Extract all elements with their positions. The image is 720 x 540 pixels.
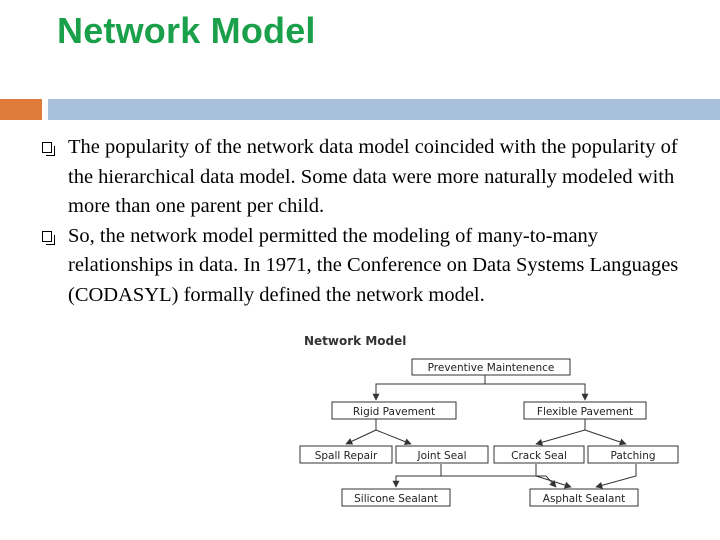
node-preventive-maintenance: Preventive Maintenence: [428, 362, 555, 374]
accent-bar-blue: [48, 99, 720, 120]
bullet-square-icon: [42, 142, 55, 156]
bullet-list: The popularity of the network data model…: [30, 133, 680, 310]
node-spall-repair: Spall Repair: [315, 450, 378, 462]
node-silicone-sealant: Silicone Sealant: [354, 493, 438, 505]
node-crack-seal: Crack Seal: [511, 450, 567, 462]
bullet-item: So, the network model permitted the mode…: [30, 222, 680, 311]
bullet-square-icon: [42, 230, 55, 245]
bullet-text: The popularity of the network data model…: [68, 136, 678, 217]
network-model-diagram: Network Model Preventive Maintenence Rig…: [299, 334, 679, 507]
bullet-item: The popularity of the network data model…: [30, 133, 680, 222]
node-rigid-pavement: Rigid Pavement: [353, 406, 435, 418]
diagram-title: Network Model: [304, 334, 406, 348]
node-flexible-pavement: Flexible Pavement: [537, 406, 633, 418]
node-joint-seal: Joint Seal: [416, 450, 466, 462]
slide-title: Network Model: [57, 10, 316, 51]
node-asphalt-sealant: Asphalt Sealant: [543, 493, 625, 505]
bullet-text: So, the network model permitted the mode…: [68, 224, 679, 306]
accent-bar-orange: [0, 99, 42, 120]
node-patching: Patching: [610, 450, 655, 462]
